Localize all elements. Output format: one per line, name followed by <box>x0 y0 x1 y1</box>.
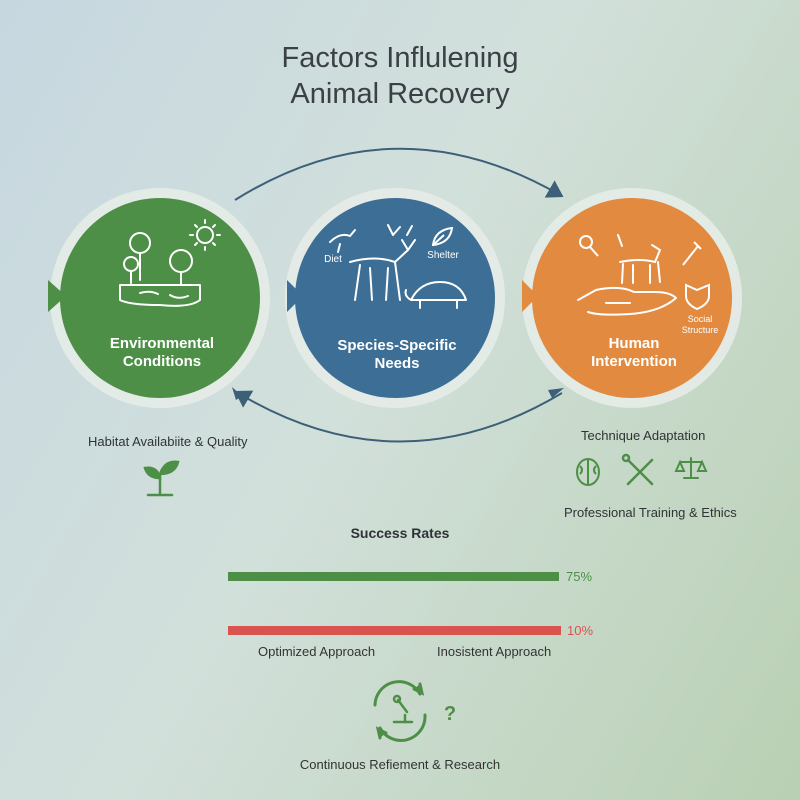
success-bar-optimized <box>228 572 559 581</box>
bottom-cycle-arrow-end <box>548 388 564 398</box>
technique-adaptation-label: Technique Adaptation <box>581 428 706 443</box>
top-cycle-arrow <box>234 147 564 201</box>
node-1-label-line-1: Environmental <box>110 335 214 352</box>
species-tag-diet: Diet <box>324 254 342 265</box>
node-1-entry-chevron <box>48 280 66 312</box>
page-title: Factors Influlening Animal Recovery <box>0 40 800 112</box>
node-environmental-conditions: Environmental Conditions <box>50 188 270 408</box>
tools-icon <box>621 453 654 486</box>
success-bar-inconsistent-label: 10% <box>567 623 594 638</box>
habitat-label: Habitat Availabiite & Quality <box>88 434 248 449</box>
hand-icon <box>577 286 677 316</box>
node-3-entry-chevron <box>522 280 538 312</box>
optimized-approach-label: Optimized Approach <box>258 644 376 659</box>
syringe-icon <box>682 241 702 266</box>
node-2-label-line-1: Species-Specific <box>337 337 456 354</box>
human-tag-structure: Structure <box>682 325 719 335</box>
animals-icon <box>329 224 467 309</box>
node-3-label-line-2: Intervention <box>591 353 677 370</box>
success-rates-title: Success Rates <box>350 525 450 541</box>
node-human-intervention: Social Structure Human Intervention <box>522 188 742 408</box>
human-tag-social: Social <box>688 314 713 324</box>
scales-icon <box>674 457 708 479</box>
deer-icon <box>617 234 662 284</box>
professional-training-label: Professional Training & Ethics <box>564 505 737 520</box>
success-bar-inconsistent <box>228 626 561 635</box>
question-mark: ? <box>444 703 456 725</box>
continuous-research-label: Continuous Refiement & Research <box>299 757 501 772</box>
title-line-2: Animal Recovery <box>290 78 510 110</box>
sprout-icon <box>143 460 180 497</box>
inconsistent-approach-label: Inosistent Approach <box>437 644 552 659</box>
bottom-cycle-arrow-start <box>232 387 242 400</box>
species-tag-shelter: Shelter <box>427 250 459 261</box>
node-3-label-line-1: Human <box>609 335 660 352</box>
node-2-label-line-2: Needs <box>374 355 419 372</box>
node-2-entry-chevron <box>287 280 303 312</box>
leaf-icon <box>431 226 454 247</box>
magnifier-icon <box>579 235 599 257</box>
bottom-cycle-arrow <box>234 390 563 443</box>
shield-icon <box>685 283 710 311</box>
brain-icon <box>576 458 600 486</box>
environment-icon <box>119 219 221 307</box>
refresh-microscope-icon <box>373 680 427 742</box>
node-1-label-line-2: Conditions <box>123 353 201 370</box>
title-line-1: Factors Influlening <box>281 42 519 74</box>
success-bar-optimized-label: 75% <box>566 569 593 584</box>
node-species-specific-needs: Diet Shelter Species-Specific Needs <box>285 188 505 408</box>
